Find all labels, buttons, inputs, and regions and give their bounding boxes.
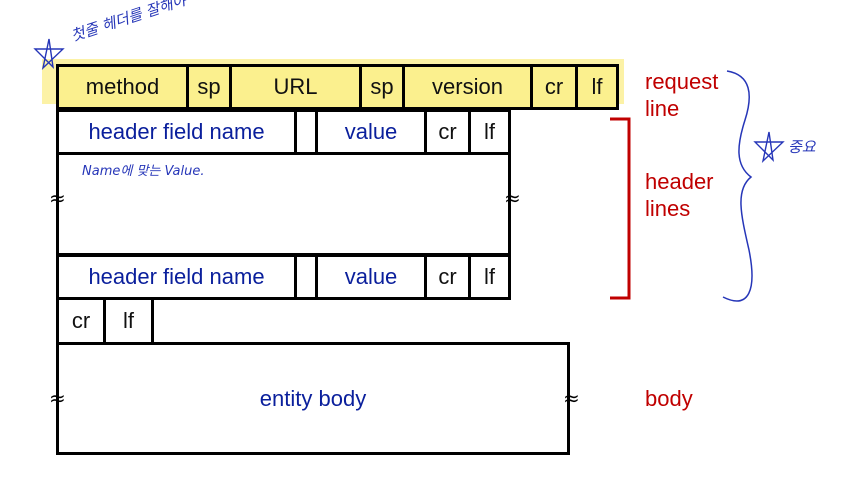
header-lines-label-2: lines xyxy=(645,196,691,221)
tilde-break-right: ≈ xyxy=(504,186,521,210)
cr-text: cr xyxy=(438,119,457,144)
cr-text: cr xyxy=(544,74,564,99)
request-line-label-2: line xyxy=(645,96,680,121)
header-lines-label: header lines xyxy=(645,168,714,222)
sp-text: sp xyxy=(370,74,394,99)
header-value-text: value xyxy=(344,119,398,144)
inline-handwritten-note: Name에 맞는 Value. xyxy=(82,164,205,179)
header-value-cell: value xyxy=(315,109,427,155)
top-handwritten-note: 첫줄 헤더를 잘해야 xyxy=(68,0,189,46)
handwritten-curly-brace xyxy=(722,70,753,302)
tilde-break-right: ≈ xyxy=(563,386,580,410)
star-icon xyxy=(753,131,785,164)
blank-cr-cell: cr xyxy=(56,297,106,345)
request-line-label: request line xyxy=(645,68,718,122)
header-field-name-text: header field name xyxy=(88,119,265,144)
version-cell: version xyxy=(402,64,533,110)
lf-text: lf xyxy=(591,74,603,99)
lf-cell: lf xyxy=(575,64,619,110)
header-field-name-text: header field name xyxy=(88,264,265,289)
url-text: URL xyxy=(273,74,318,99)
header-lines-bracket xyxy=(610,117,631,300)
header-field-name-cell: header field name xyxy=(56,254,297,300)
entity-body-text: entity body xyxy=(259,385,367,411)
cr-text: cr xyxy=(71,308,91,333)
tilde-break-left: ≈ xyxy=(49,386,66,410)
sp-cell-1: sp xyxy=(186,64,232,110)
method-text: method xyxy=(85,74,160,99)
header-cr-cell: cr xyxy=(424,109,471,155)
header-cr-cell: cr xyxy=(424,254,471,300)
header-lf-cell: lf xyxy=(468,109,511,155)
header-field-name-cell: header field name xyxy=(56,109,297,155)
side-handwritten-note: 중요 xyxy=(788,138,816,156)
header-value-cell: value xyxy=(315,254,427,300)
cr-text: cr xyxy=(438,264,457,289)
sp-text: sp xyxy=(197,74,221,99)
star-icon xyxy=(33,38,65,71)
url-cell: URL xyxy=(229,64,362,110)
lf-text: lf xyxy=(123,308,134,333)
version-text: version xyxy=(432,74,503,99)
blank-lf-cell: lf xyxy=(103,297,154,345)
method-cell: method xyxy=(56,64,189,110)
entity-body-box: entity body xyxy=(56,342,570,455)
header-lines-label-1: header xyxy=(645,169,714,194)
tilde-break-left: ≈ xyxy=(49,186,66,210)
header-lf-cell: lf xyxy=(468,254,511,300)
sp-cell-2: sp xyxy=(359,64,405,110)
request-line-label-1: request xyxy=(645,69,719,94)
lf-text: lf xyxy=(484,119,495,144)
cr-cell: cr xyxy=(530,64,578,110)
body-label: body xyxy=(645,386,693,411)
header-value-text: value xyxy=(344,264,398,289)
lf-text: lf xyxy=(484,264,495,289)
